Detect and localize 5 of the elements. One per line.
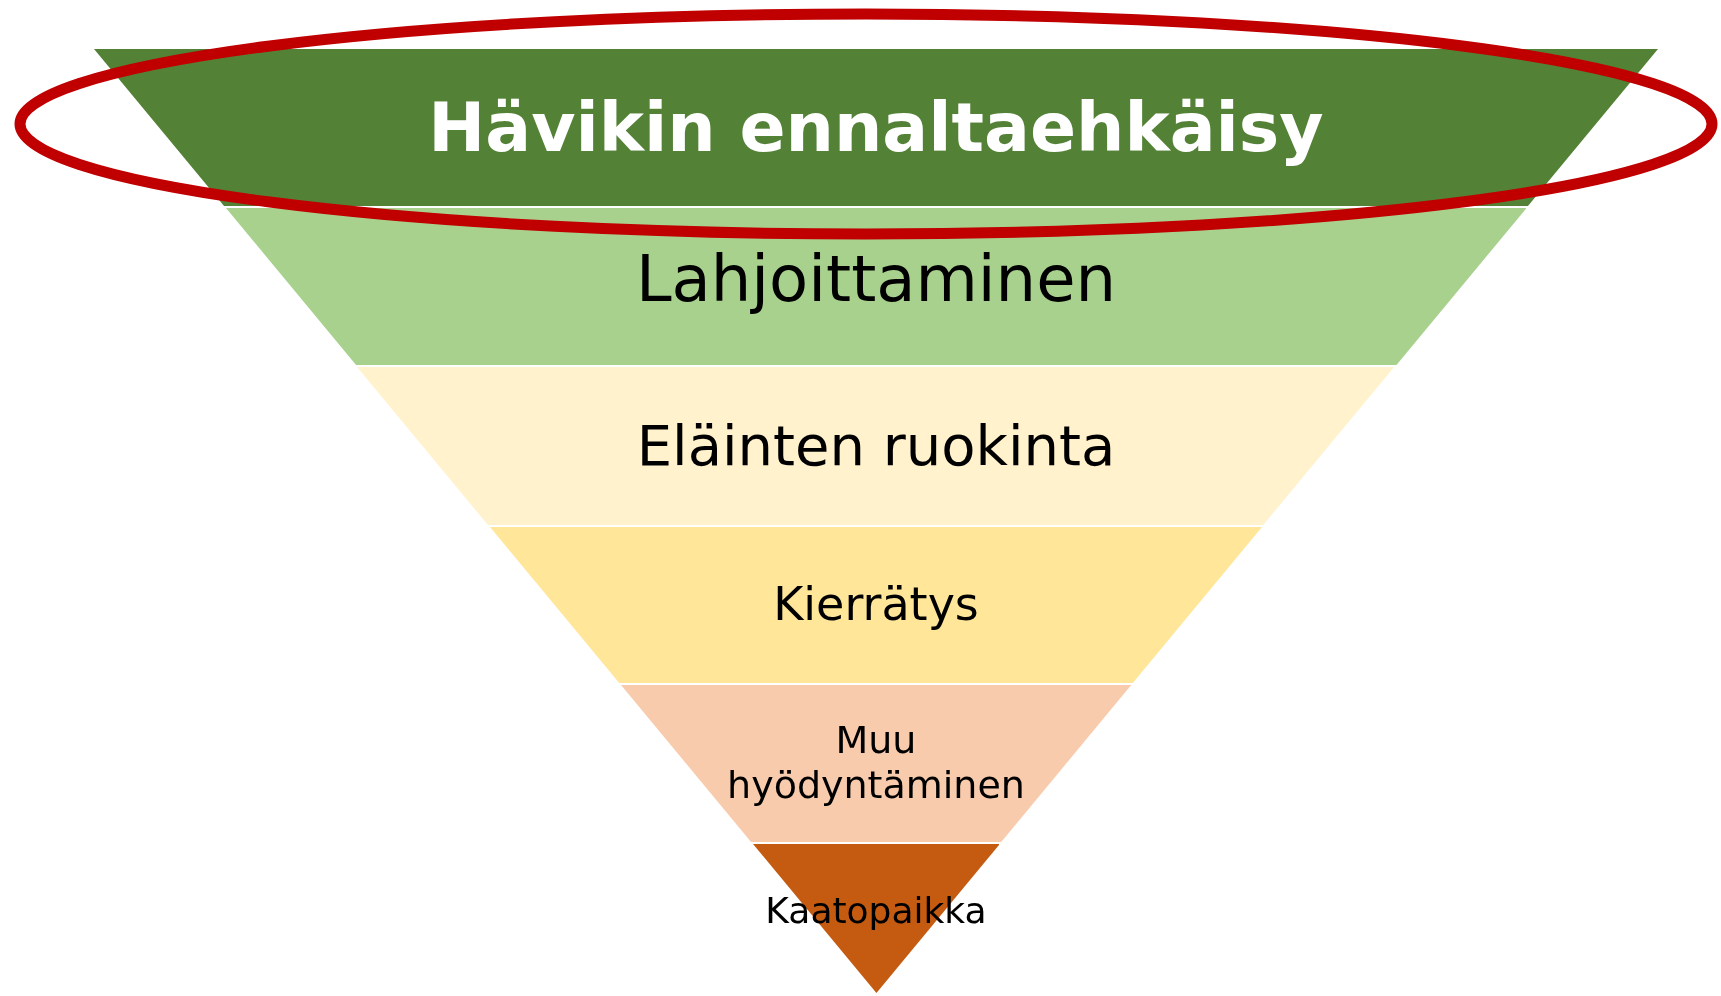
band-label: Eläinten ruokinta <box>636 412 1116 480</box>
band-label: Lahjoittaminen <box>635 240 1117 318</box>
band-label: Muu hyödyntäminen <box>726 717 1026 810</box>
band-label: Hävikin ennaltaehkäisy <box>428 86 1324 169</box>
band-label: Kierrätys <box>773 577 979 633</box>
